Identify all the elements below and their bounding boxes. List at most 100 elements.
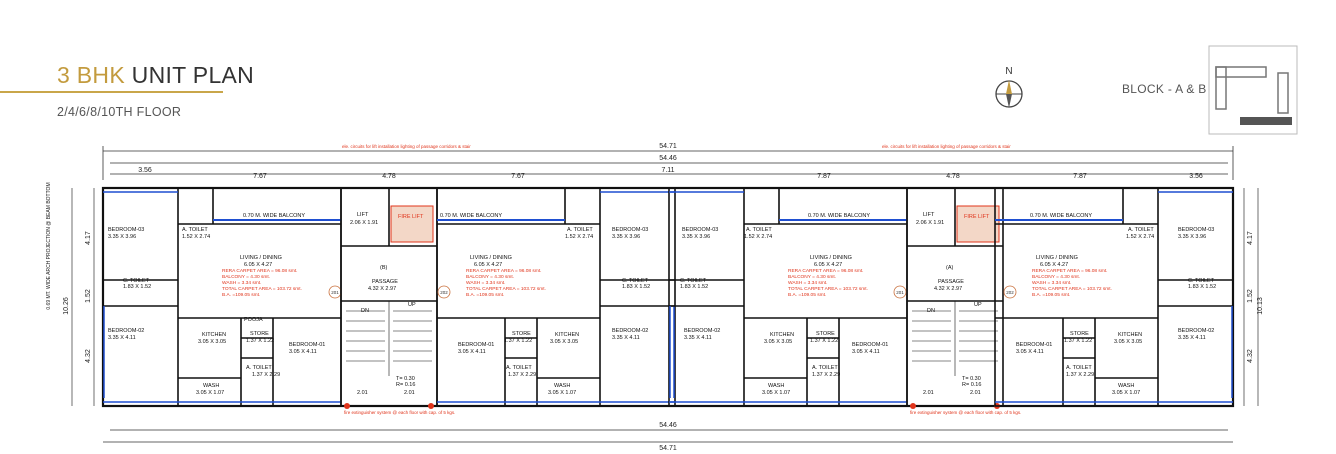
ctoilet-size: 1.83 X 1.52	[123, 284, 151, 290]
side-dimensions: 10.26 10.13 4.17 1.52 4.32 4.17 1.52 4.3…	[46, 182, 1264, 362]
kitchen-size: 3.05 X 3.05	[198, 339, 226, 345]
title-underline	[0, 91, 223, 93]
flat-202-right: BEDROOM-03 3.35 X 3.96 A. TOILET 1.52 X …	[994, 187, 1234, 407]
floor-subtitle: 2/4/6/8/10TH FLOOR	[57, 105, 182, 119]
balcony-area: BALCONY = 4.30 smt.	[1032, 274, 1080, 280]
stair-tread: T= 0.30	[962, 376, 981, 382]
ctoilet-label: C. TOILET	[622, 278, 649, 284]
toilet-size: 1.52 X 2.74	[182, 234, 210, 240]
balcony-label: 0.70 M. WIDE BALCONY	[440, 213, 502, 219]
wash-size: 3.05 X 1.07	[196, 390, 224, 396]
seg-dim-2: 4.78	[382, 173, 396, 180]
ba-area: B.A. =109.05 smt.	[222, 292, 260, 298]
wash-area: WASH = 3.34 smt.	[466, 280, 505, 286]
toilet2-label: A. TOILET	[246, 365, 272, 371]
right-sub-2: 4.32	[1247, 349, 1254, 363]
living-label: LIVING / DINING	[1036, 255, 1078, 261]
passage-label: PASSAGE	[372, 279, 398, 285]
toilet-size: 1.52 X 2.74	[1126, 234, 1154, 240]
ba-area: B.A. =109.05 smt.	[788, 292, 826, 298]
bedroom-1-label: BEDROOM-01	[289, 342, 325, 348]
flat-201-left: BEDROOM-03 3.35 X 3.96 A. TOILET 1.52 X …	[102, 187, 342, 407]
wash-size: 3.05 X 1.07	[548, 390, 576, 396]
bedroom-2-size: 3.35 X 4.11	[108, 335, 136, 341]
bedroom-2-label: BEDROOM-02	[684, 328, 720, 334]
seg-dim-1: 7.67	[253, 173, 267, 180]
wash-area: WASH = 3.34 smt.	[788, 280, 827, 286]
stair-width-2: 2.01	[404, 390, 415, 396]
wash-label: WASH	[1118, 383, 1134, 389]
bedroom-1-label: BEDROOM-01	[852, 342, 888, 348]
toilet-size: 1.52 X 2.74	[565, 234, 593, 240]
rera-area: RERA CARPET AREA = 96.08 smt.	[1032, 268, 1108, 274]
inner-dimension: 54.46	[659, 155, 677, 162]
living-size: 6.05 X 4.27	[1040, 262, 1068, 268]
bedroom-1-size: 3.05 X 4.11	[1016, 349, 1044, 355]
bottom-overall-dimension: 54.71	[659, 445, 677, 452]
wash-area: WASH = 3.34 smt.	[1032, 280, 1071, 286]
ba-area: B.A. =109.05 smt.	[1032, 292, 1070, 298]
total-area: TOTAL CARPET AREA = 103.72 smt.	[466, 286, 546, 292]
pooja-label: POOJA	[244, 317, 263, 323]
seg-dim-0: 3.56	[138, 167, 152, 174]
ctoilet-size: 1.83 X 1.52	[680, 284, 708, 290]
lift-size: 2.06 X 1.91	[916, 220, 944, 226]
passage-label: PASSAGE	[938, 279, 964, 285]
fire-lift-label: FIRE LIFT	[964, 214, 990, 220]
page-title: 3 BHK UNIT PLAN	[57, 62, 254, 89]
key-plan-icon	[1208, 45, 1298, 135]
stair-dn: DN	[927, 308, 935, 314]
unit-number: 201	[896, 290, 904, 295]
ctoilet-label: C. TOILET	[680, 278, 707, 284]
seg-dim-4: 7.11	[661, 167, 674, 174]
seg-dim-5: 7.87	[817, 173, 831, 180]
stair-width-2: 2.01	[970, 390, 981, 396]
total-area: TOTAL CARPET AREA = 103.72 smt.	[1032, 286, 1112, 292]
unit-number: 202	[440, 290, 448, 295]
ba-area: B.A. =109.05 smt.	[466, 292, 504, 298]
stair-riser: R= 0.16	[962, 382, 981, 388]
balcony-area: BALCONY = 4.30 smt.	[788, 274, 836, 280]
top-dimensions	[102, 146, 1234, 180]
living-size: 6.05 X 4.27	[244, 262, 272, 268]
bedroom-2-label: BEDROOM-02	[1178, 328, 1214, 334]
wash-size: 3.05 X 1.07	[762, 390, 790, 396]
floor-plan-drawing: 54.71 54.46 3.56 7.67 4.78 7.67 7.11 7.8…	[46, 143, 1264, 452]
stair-width-1: 2.01	[357, 390, 368, 396]
bedroom-2-label: BEDROOM-02	[612, 328, 648, 334]
bedroom-1-label: BEDROOM-01	[1016, 342, 1052, 348]
toilet2-label: A. TOILET	[1066, 365, 1092, 371]
toilet2-size: 1.37 X 2.29	[508, 372, 536, 378]
bedroom-3-size: 3.35 X 3.96	[1178, 234, 1206, 240]
stair-riser: R= 0.16	[396, 382, 415, 388]
core-label-b: (B)	[380, 265, 388, 271]
core-a: LIFT 2.06 X 1.91 FIRE LIFT (A) PASSAGE 4…	[906, 187, 1021, 415]
toilet-label: A. TOILET	[182, 227, 208, 233]
bedroom-2-size: 3.35 X 4.11	[612, 335, 640, 341]
toilet-label: A. TOILET	[1128, 227, 1154, 233]
rera-area: RERA CARPET AREA = 96.08 smt.	[222, 268, 298, 274]
right-sub-0: 4.17	[1247, 231, 1254, 245]
stair-dn: DN	[361, 308, 369, 314]
seg-dim-7: 7.87	[1073, 173, 1087, 180]
bedroom-3-size: 3.35 X 3.96	[108, 234, 136, 240]
toilet2-size: 1.37 X 2.29	[252, 372, 280, 378]
seg-dim-8: 3.56	[1189, 173, 1203, 180]
wash-label: WASH	[203, 383, 219, 389]
bedroom-2-size: 3.35 X 4.11	[684, 335, 712, 341]
balcony-area: BALCONY = 4.30 smt.	[222, 274, 270, 280]
left-sub-1: 1.52	[85, 289, 92, 303]
total-area: TOTAL CARPET AREA = 103.72 smt.	[222, 286, 302, 292]
living-label: LIVING / DINING	[240, 255, 282, 261]
store-label: STORE	[250, 331, 269, 337]
toilet2-label: A. TOILET	[812, 365, 838, 371]
title-suffix: UNIT PLAN	[124, 62, 255, 88]
right-sub-1: 1.52	[1247, 289, 1254, 303]
side-dimension-lines	[71, 188, 1259, 406]
lift-label: LIFT	[357, 212, 369, 218]
block-label: BLOCK - A & B	[1122, 82, 1207, 96]
kitchen-label: KITCHEN	[1118, 332, 1142, 338]
toilet2-size: 1.37 X 2.29	[812, 372, 840, 378]
toilet-size: 1.52 X 2.74	[744, 234, 772, 240]
arch-note: 0.69 MT. WIDE ARCH PROJECTION @ BEAM BOT…	[46, 182, 52, 309]
